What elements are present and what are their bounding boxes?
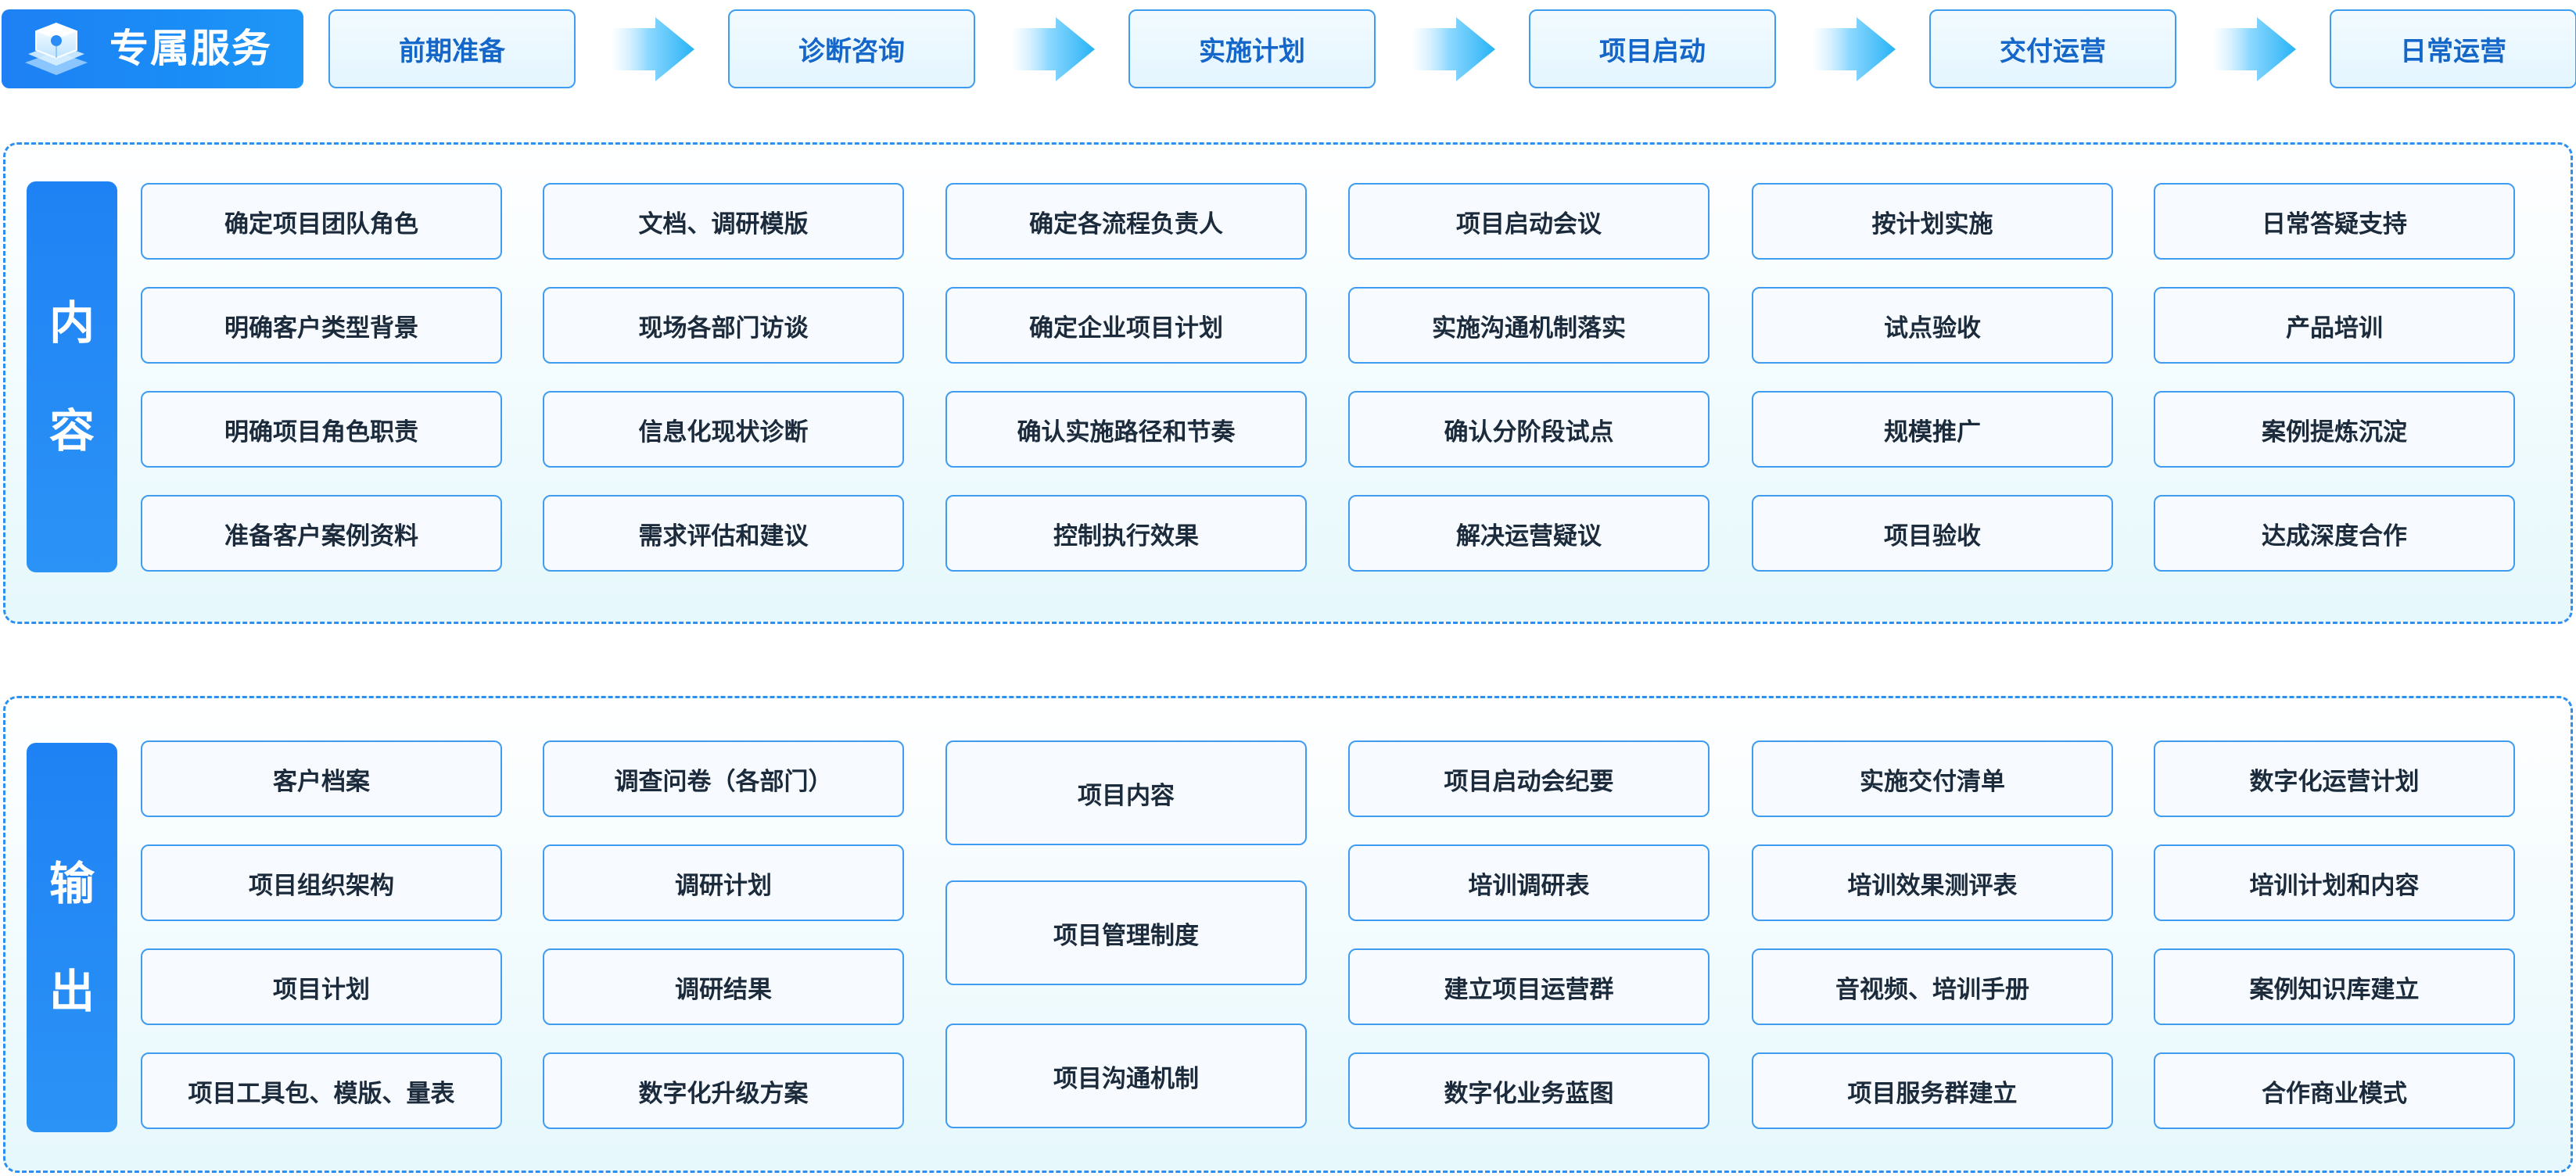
content-item: 案例提炼沉淀 (2154, 391, 2515, 468)
content-section-label: 内 容 (27, 181, 117, 572)
content-item: 信息化现状诊断 (543, 391, 904, 468)
content-item: 项目启动会议 (1348, 183, 1710, 260)
content-item: 日常答疑支持 (2154, 183, 2515, 260)
content-item: 文档、调研模版 (543, 183, 904, 260)
output-item: 项目计划 (141, 948, 502, 1025)
content-item: 实施沟通机制落实 (1348, 287, 1710, 364)
output-item: 数字化运营计划 (2154, 740, 2515, 817)
output-item: 项目工具包、模版、量表 (141, 1052, 502, 1129)
step-daily-ops[interactable]: 日常运营 (2330, 9, 2576, 88)
step-delivery[interactable]: 交付运营 (1929, 9, 2176, 88)
output-item: 合作商业模式 (2154, 1052, 2515, 1129)
output-item: 数字化业务蓝图 (1348, 1052, 1710, 1129)
content-item: 项目验收 (1752, 495, 2113, 572)
step-diagnosis[interactable]: 诊断咨询 (728, 9, 975, 88)
content-item: 现场各部门访谈 (543, 287, 904, 364)
step-plan[interactable]: 实施计划 (1128, 9, 1376, 88)
content-item: 确定项目团队角色 (141, 183, 502, 260)
content-item: 需求评估和建议 (543, 495, 904, 572)
content-item: 准备客户案例资料 (141, 495, 502, 572)
output-item: 项目沟通机制 (945, 1024, 1307, 1128)
output-item: 调研结果 (543, 948, 904, 1025)
content-item: 产品培训 (2154, 287, 2515, 364)
output-item: 数字化升级方案 (543, 1052, 904, 1129)
content-item: 确认分阶段试点 (1348, 391, 1710, 468)
flow-arrow-icon (610, 17, 694, 81)
output-item: 项目服务群建立 (1752, 1052, 2113, 1129)
flow-arrow-icon (2212, 17, 2296, 81)
content-item: 控制执行效果 (945, 495, 1307, 572)
content-item: 试点验收 (1752, 287, 2113, 364)
output-item: 调查问卷（各部门） (543, 740, 904, 817)
flow-arrow-icon (1010, 17, 1095, 81)
content-item: 确定企业项目计划 (945, 287, 1307, 364)
output-item: 培训计划和内容 (2154, 844, 2515, 921)
output-item: 项目组织架构 (141, 844, 502, 921)
content-item: 确认实施路径和节奏 (945, 391, 1307, 468)
content-item: 明确客户类型背景 (141, 287, 502, 364)
step-prep[interactable]: 前期准备 (328, 9, 576, 88)
output-item: 项目内容 (945, 740, 1307, 845)
output-item: 音视频、培训手册 (1752, 948, 2113, 1025)
service-platform-icon (25, 22, 88, 75)
content-item: 规模推广 (1752, 391, 2113, 468)
flow-arrow-icon (1811, 17, 1896, 81)
output-item: 实施交付清单 (1752, 740, 2113, 817)
output-item: 建立项目运营群 (1348, 948, 1710, 1025)
output-item: 案例知识库建立 (2154, 948, 2515, 1025)
content-item: 按计划实施 (1752, 183, 2113, 260)
brand-header: 专属服务 (2, 9, 303, 88)
output-item: 培训效果测评表 (1752, 844, 2113, 921)
content-item: 明确项目角色职责 (141, 391, 502, 468)
output-item: 客户档案 (141, 740, 502, 817)
output-section-label: 输 出 (27, 743, 117, 1132)
output-label-char: 输 (48, 857, 95, 910)
brand-title: 专属服务 (109, 26, 272, 71)
content-item: 解决运营疑议 (1348, 495, 1710, 572)
output-item: 调研计划 (543, 844, 904, 921)
content-item: 确定各流程负责人 (945, 183, 1307, 260)
output-item: 项目管理制度 (945, 880, 1307, 985)
content-label-char: 内 (48, 296, 95, 350)
output-item: 项目启动会纪要 (1348, 740, 1710, 817)
content-label-char: 容 (48, 404, 95, 457)
output-label-char: 出 (48, 965, 95, 1018)
content-item: 达成深度合作 (2154, 495, 2515, 572)
step-kickoff[interactable]: 项目启动 (1529, 9, 1776, 88)
output-item: 培训调研表 (1348, 844, 1710, 921)
flow-arrow-icon (1411, 17, 1495, 81)
